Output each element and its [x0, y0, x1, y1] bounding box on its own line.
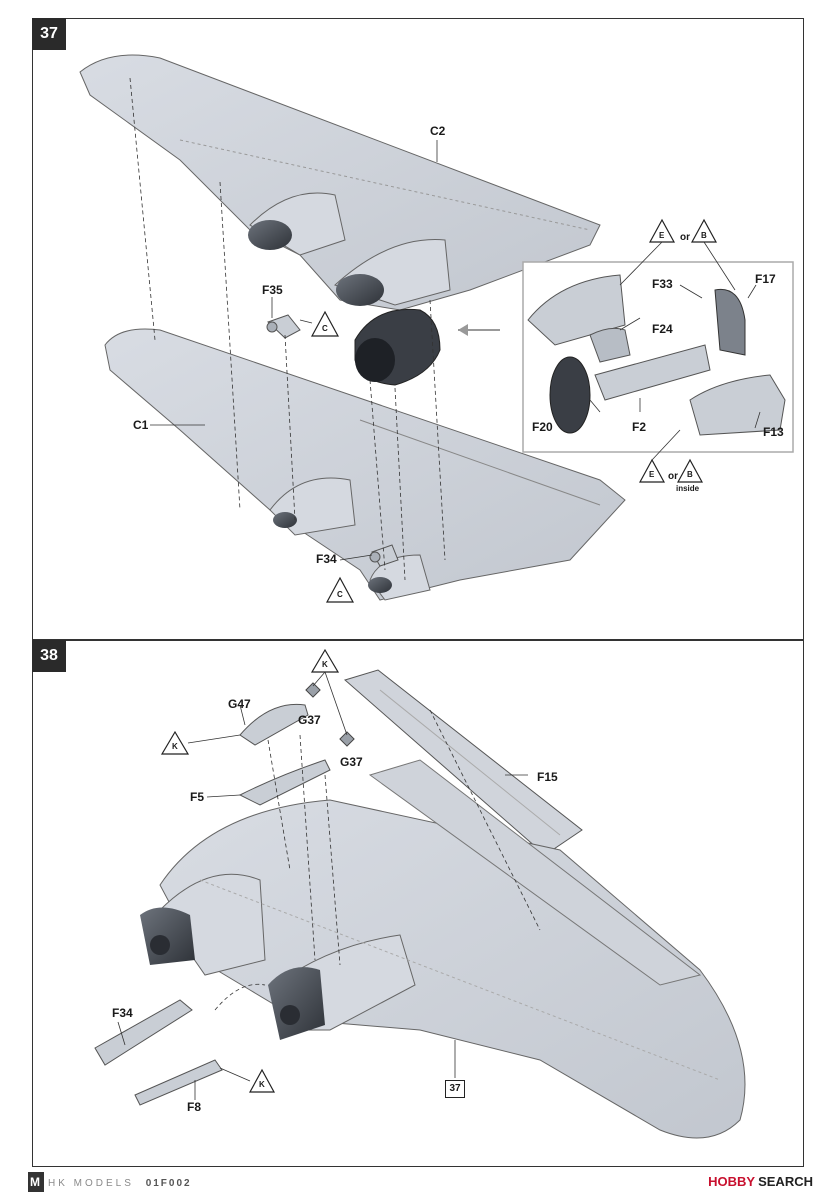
part-f34-small	[369, 544, 399, 567]
inside-note: inside	[676, 484, 700, 493]
wing-lower-c1	[104, 328, 626, 601]
label-f34-38: F34	[112, 1006, 133, 1020]
triangle-k-top: K	[322, 660, 328, 669]
step-38-number: 38	[32, 640, 66, 672]
triangle-e-top: E	[659, 231, 665, 240]
or-bottom: or	[668, 471, 678, 482]
label-f34-37: F34	[316, 552, 337, 566]
inset-detail	[458, 261, 794, 453]
label-f8: F8	[187, 1100, 202, 1114]
triangle-k-bottom: K	[259, 1080, 265, 1089]
triangle-b-top: B	[701, 231, 707, 240]
label-f24: F24	[652, 322, 673, 336]
label-f35: F35	[262, 283, 283, 297]
label-c2: C2	[430, 124, 446, 138]
label-f17: F17	[755, 272, 776, 286]
guide-lines-37	[129, 77, 446, 581]
part-f35	[266, 314, 301, 339]
label-g37-b: G37	[340, 755, 363, 769]
label-f13: F13	[763, 425, 784, 439]
label-f33: F33	[652, 277, 673, 291]
hk-models-logo	[28, 1172, 44, 1192]
watermark-prefix: HOBBY	[708, 1174, 756, 1189]
leaders-37	[150, 140, 761, 561]
guide-lines-38	[214, 709, 541, 1011]
callout-triangles-38	[160, 648, 340, 1093]
label-g37-a: G37	[298, 713, 321, 727]
wing-upper-c2	[79, 54, 601, 311]
or-top: or	[680, 232, 690, 243]
parts-f34-f8	[94, 999, 223, 1106]
kit-code: 01F002	[145, 1178, 192, 1189]
triangle-b-bottom: B	[687, 470, 693, 479]
label-f20: F20	[532, 420, 553, 434]
step-reference-37: 37	[445, 1080, 465, 1098]
triangle-e-bottom: E	[649, 470, 655, 479]
triangle-c-top: C	[322, 324, 328, 333]
triangle-k-left: K	[172, 742, 178, 751]
callout-triangles-37	[310, 218, 718, 603]
label-c1: C1	[133, 418, 149, 432]
nacelle-part	[354, 308, 441, 386]
brand-name: HK MODELS	[48, 1178, 134, 1189]
watermark-suffix: SEARCH	[758, 1174, 813, 1189]
triangle-c-bottom: C	[337, 590, 343, 599]
label-g47: G47	[228, 697, 251, 711]
wing-assembly-38	[140, 759, 746, 1139]
footer-brand: HK MODELS 01F002	[48, 1178, 192, 1189]
leaders-38	[117, 671, 528, 1100]
label-f15: F15	[537, 770, 558, 784]
flap-f15	[343, 669, 583, 856]
label-f2: F2	[632, 420, 647, 434]
step-37-number: 37	[32, 18, 66, 50]
parts-g47-g37	[238, 682, 355, 806]
label-f5: F5	[190, 790, 205, 804]
